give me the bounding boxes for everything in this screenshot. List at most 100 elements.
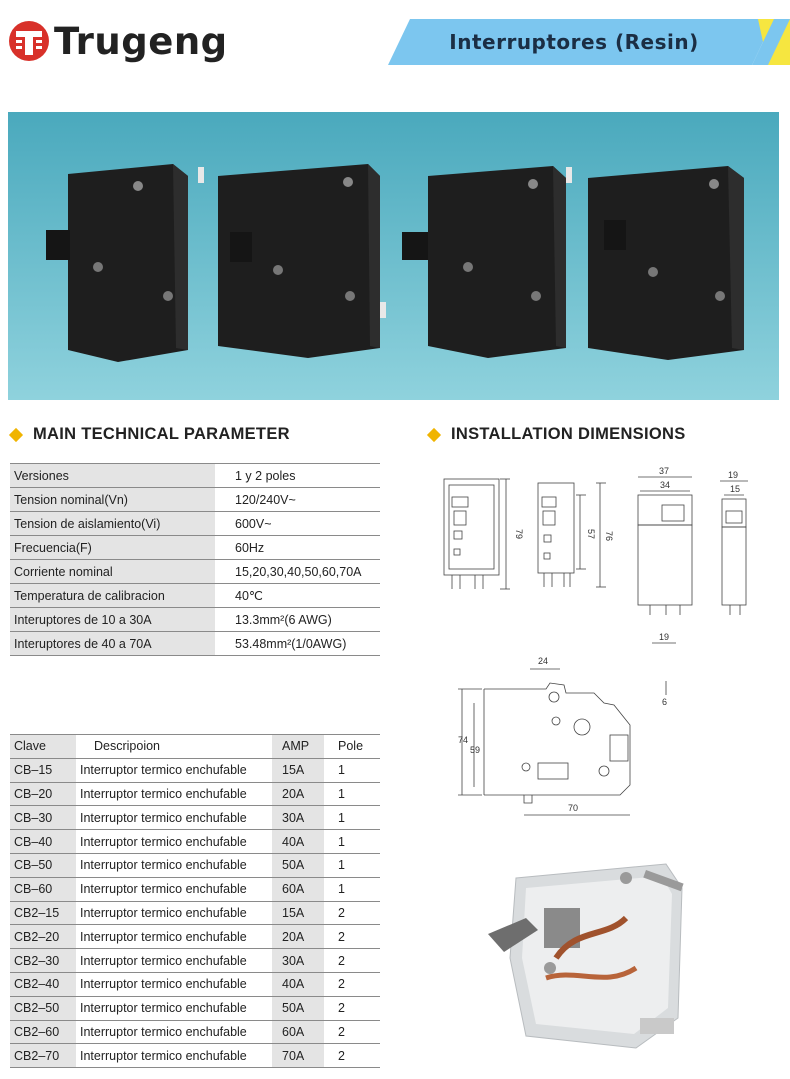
param-key: Interuptores de 40 a 70A <box>10 631 215 656</box>
param-value: 40℃ <box>215 583 380 608</box>
cell-descripcion: Interruptor termico enchufable <box>76 1043 272 1069</box>
cell-descripcion: Interruptor termico enchufable <box>76 829 272 854</box>
cell-pole: 1 <box>324 805 380 831</box>
column-header-descripcion: Descripoion <box>76 734 272 759</box>
cell-descripcion: Interruptor termico enchufable <box>76 948 272 973</box>
table-header-row: Clave Descripoion AMP Pole <box>10 734 380 759</box>
side-view-drawing: 57 76 <box>537 482 614 588</box>
cell-descripcion: Interruptor termico enchufable <box>76 901 272 926</box>
two-pole-view-drawing: 37 34 19 <box>637 466 693 644</box>
cell-pole: 1 <box>324 853 380 878</box>
cell-descripcion: Interruptor termico enchufable <box>76 782 272 807</box>
cell-amp: 15A <box>272 758 324 783</box>
cell-pole: 1 <box>324 758 380 783</box>
dim-label-profile-height: 74 <box>458 735 468 745</box>
param-value: 60Hz <box>215 535 380 560</box>
cell-pole: 2 <box>324 924 380 950</box>
cell-amp: 50A <box>272 853 324 878</box>
param-key: Frecuencia(F) <box>10 535 215 560</box>
param-value: 53.48mm²(1/0AWG) <box>215 631 380 656</box>
cell-clave: CB–50 <box>10 853 76 878</box>
single-view-drawing: 19 15 <box>720 470 748 615</box>
dimension-drawing-views: 79 57 76 37 34 19 19 15 <box>443 466 748 644</box>
dim-label-single-width: 19 <box>728 470 738 480</box>
breaker-photo-4 <box>588 166 744 360</box>
cell-pole: 2 <box>324 1020 380 1045</box>
install-heading: INSTALLATION DIMENSIONS <box>426 425 686 444</box>
column-header-amp: AMP <box>272 734 324 759</box>
header-banner <box>388 19 790 65</box>
dim-label-two-pole-inner-width: 34 <box>660 480 670 490</box>
cell-pole: 1 <box>324 829 380 854</box>
cell-clave: CB2–15 <box>10 901 76 926</box>
params-heading-label: MAIN TECHNICAL PARAMETER <box>33 425 290 443</box>
table-row: Tension nominal(Vn)120/240V~ <box>10 487 380 512</box>
param-key: Interuptores de 10 a 30A <box>10 607 215 632</box>
cell-clave: CB2–20 <box>10 924 76 950</box>
cell-descripcion: Interruptor termico enchufable <box>76 758 272 783</box>
front-view-drawing: 79 <box>443 478 524 590</box>
cell-amp: 30A <box>272 948 324 973</box>
table-row: Tension de aislamiento(Vi)600V~ <box>10 511 380 536</box>
cell-amp: 60A <box>272 877 324 902</box>
cell-amp: 40A <box>272 829 324 854</box>
dim-label-profile-offset: 6 <box>662 697 667 707</box>
cell-descripcion: Interruptor termico enchufable <box>76 853 272 878</box>
cell-clave: CB–20 <box>10 782 76 807</box>
cell-pole: 2 <box>324 996 380 1021</box>
cell-amp: 20A <box>272 924 324 950</box>
cell-descripcion: Interruptor termico enchufable <box>76 805 272 831</box>
dim-label-single-inner-width: 15 <box>730 484 740 494</box>
cell-pole: 2 <box>324 972 380 997</box>
param-key: Versiones <box>10 463 215 488</box>
product-photo <box>8 112 779 400</box>
param-key: Tension nominal(Vn) <box>10 487 215 512</box>
param-value: 1 y 2 poles <box>215 463 380 488</box>
brand-logo: Trugeng <box>8 16 228 66</box>
cell-clave: CB2–40 <box>10 972 76 997</box>
cell-amp: 70A <box>272 1043 324 1069</box>
install-heading-label: INSTALLATION DIMENSIONS <box>451 425 686 443</box>
dim-label-two-pole-pitch: 19 <box>659 632 669 642</box>
column-header-pole: Pole <box>324 734 380 759</box>
cell-pole: 2 <box>324 901 380 926</box>
param-key: Temperatura de calibracion <box>10 583 215 608</box>
cell-amp: 50A <box>272 996 324 1021</box>
cell-descripcion: Interruptor termico enchufable <box>76 924 272 950</box>
cell-clave: CB–15 <box>10 758 76 783</box>
cell-amp: 60A <box>272 1020 324 1045</box>
cell-clave: CB2–60 <box>10 1020 76 1045</box>
cell-pole: 2 <box>324 1043 380 1069</box>
cell-clave: CB2–30 <box>10 948 76 973</box>
cell-clave: CB–60 <box>10 877 76 902</box>
column-header-clave: Clave <box>10 734 76 759</box>
dim-label-side-inner-height: 57 <box>586 529 596 539</box>
cell-amp: 15A <box>272 901 324 926</box>
logo-mark-icon <box>9 21 49 61</box>
params-heading: MAIN TECHNICAL PARAMETER <box>8 425 290 444</box>
param-value: 600V~ <box>215 511 380 536</box>
breaker-photo-3 <box>402 166 572 358</box>
table-row: Frecuencia(F)60Hz <box>10 535 380 560</box>
cell-descripcion: Interruptor termico enchufable <box>76 972 272 997</box>
cell-amp: 20A <box>272 782 324 807</box>
dim-label-front-height: 79 <box>514 529 524 539</box>
param-key: Corriente nominal <box>10 559 215 584</box>
param-key: Tension de aislamiento(Vi) <box>10 511 215 536</box>
page-title: Interruptores (Resin) <box>449 30 699 54</box>
